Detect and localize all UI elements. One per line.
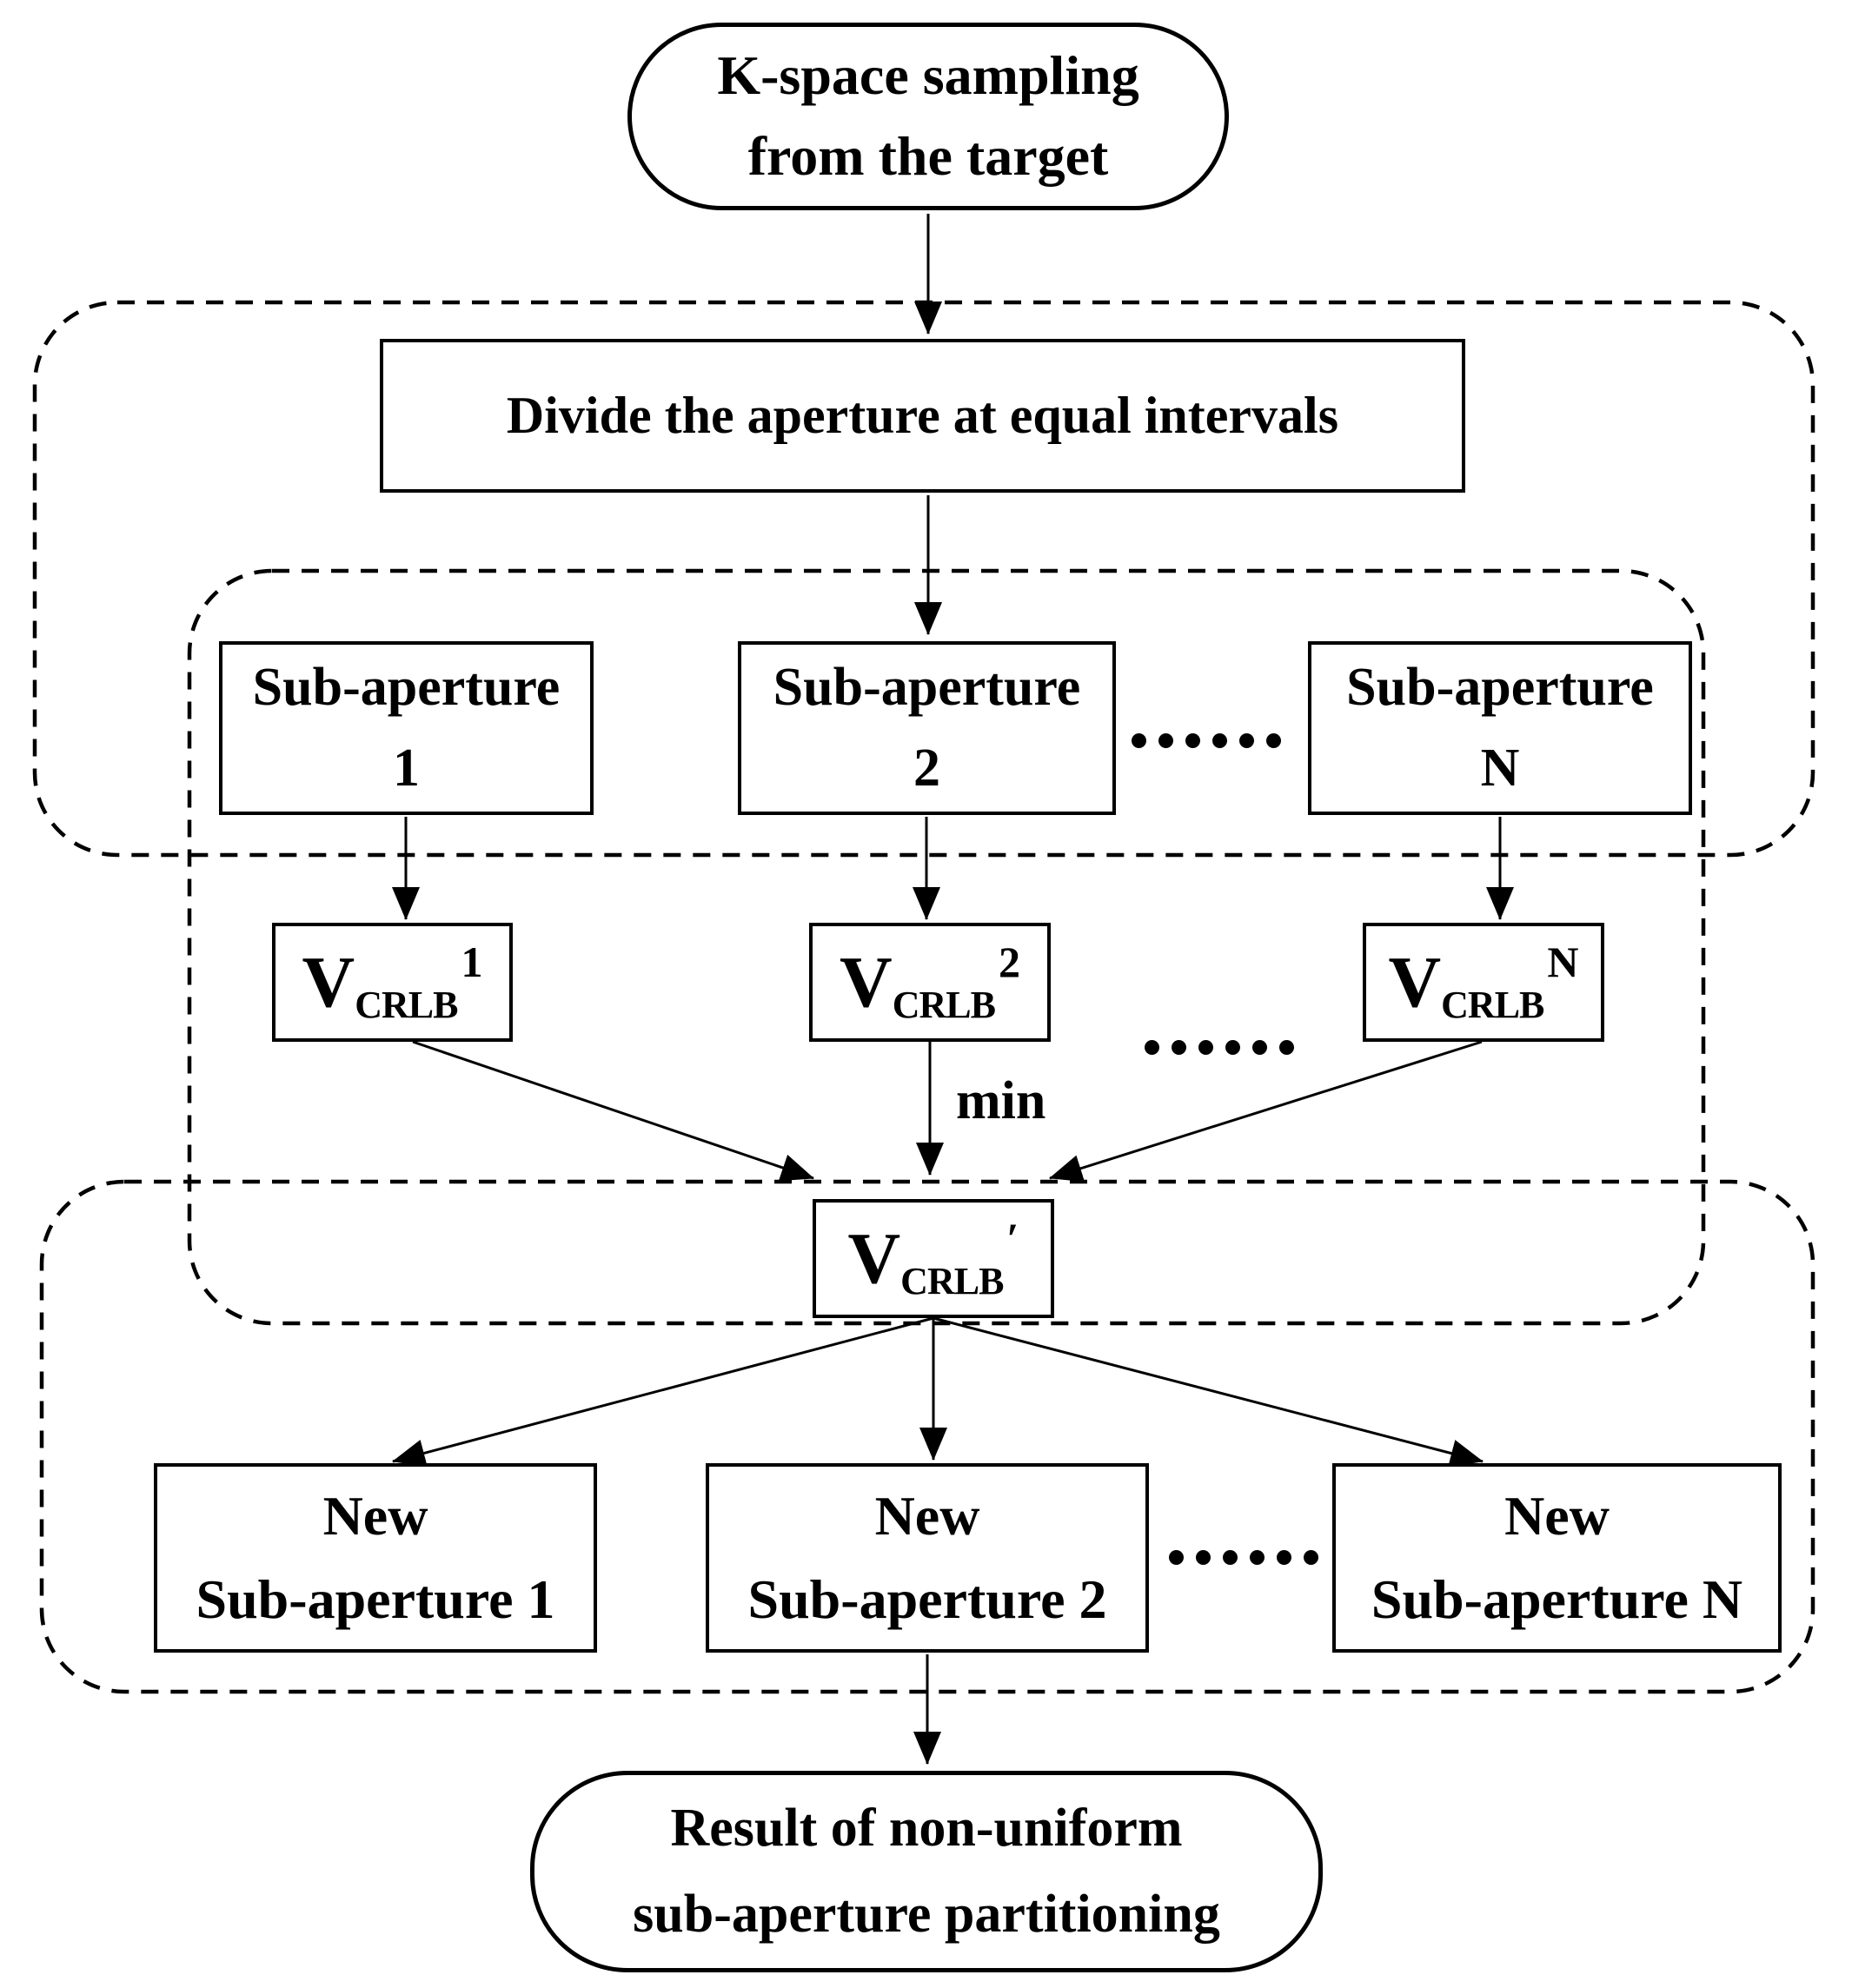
new-subaperture-1-node: New Sub-aperture 1 — [154, 1463, 597, 1653]
start-line1: K-space sampling — [717, 44, 1139, 107]
vcrlb-N-superscript: N — [1547, 937, 1579, 986]
dashed-group-new-partition — [39, 1179, 1815, 1694]
result-node: Result of non-uniform sub-aperture parti… — [530, 1771, 1323, 1972]
new-subaperture-N-node: New Sub-aperture N — [1332, 1463, 1782, 1653]
vcrlb-1-subscript: CRLB — [355, 983, 458, 1026]
new-subaperture-2-node: New Sub-aperture 2 — [706, 1463, 1149, 1653]
new-subaperture-1-line2: Sub-aperture 1 — [196, 1568, 555, 1630]
vcrlb-1-superscript: 1 — [461, 937, 483, 986]
ellipsis-dots-vcrlb-row — [1145, 1040, 1294, 1055]
new-subaperture-N-line2: Sub-aperture N — [1371, 1568, 1743, 1630]
vcrlb-1-node: V CRLB 1 — [272, 923, 513, 1042]
result-line1: Result of non-uniform — [670, 1798, 1183, 1858]
vcrlb-2-base: V — [840, 941, 893, 1023]
subaperture-1-node: Sub-aperture 1 — [219, 641, 594, 815]
arrow-vcrlb1-to-min — [412, 1040, 814, 1182]
vcrlb-N-node: V CRLB N — [1363, 923, 1604, 1042]
vcrlb-2-node: V CRLB 2 — [809, 923, 1051, 1042]
subaperture-2-line1: Sub-aperture — [773, 658, 1081, 717]
vcrlb-1-base: V — [302, 941, 355, 1023]
vcrlb-min-superscript: ′ — [1006, 1213, 1019, 1262]
vcrlb-min-node: V CRLB ′ — [813, 1199, 1054, 1318]
new-subaperture-N-line1: New — [1504, 1485, 1610, 1547]
subaperture-N-line2: N — [1480, 739, 1520, 798]
vcrlb-2-superscript: 2 — [998, 937, 1020, 986]
vcrlb-N-base: V — [1388, 941, 1442, 1023]
subaperture-2-line2: 2 — [913, 739, 940, 798]
divide-aperture-node: Divide the aperture at equal intervals — [380, 339, 1465, 493]
subaperture-N-line1: Sub-aperture — [1346, 658, 1654, 717]
vcrlb-min-base: V — [847, 1217, 901, 1299]
vcrlb-2-subscript: CRLB — [892, 983, 996, 1026]
vcrlb-min-subscript: CRLB — [900, 1259, 1004, 1302]
ellipsis-dots-new-row — [1169, 1550, 1318, 1565]
result-line2: sub-aperture partitioning — [633, 1885, 1220, 1944]
arrow-vcrlbN-to-min — [1049, 1040, 1483, 1183]
new-subaperture-1-line1: New — [322, 1485, 428, 1547]
subaperture-1-line2: 1 — [393, 739, 420, 798]
subaperture-N-node: Sub-aperture N — [1308, 641, 1692, 815]
start-line2: from the target — [747, 125, 1109, 187]
new-subaperture-2-line1: New — [874, 1485, 980, 1547]
dashed-group-subapertures — [187, 568, 1706, 1326]
new-subaperture-2-line2: Sub-aperture 2 — [747, 1568, 1107, 1630]
divide-label: Divide the aperture at equal intervals — [506, 387, 1339, 444]
arrow-vmin-to-newsubaperture1 — [392, 1316, 934, 1467]
vcrlb-N-subscript: CRLB — [1441, 983, 1544, 1026]
arrow-vmin-to-newsubapertureN — [933, 1316, 1484, 1468]
subaperture-2-node: Sub-aperture 2 — [738, 641, 1116, 815]
start-node: K-space sampling from the target — [627, 23, 1229, 210]
subaperture-1-line1: Sub-aperture — [252, 658, 561, 717]
ellipsis-dots-subaperture-row — [1132, 733, 1281, 748]
min-operator-label: min — [956, 1071, 1046, 1130]
